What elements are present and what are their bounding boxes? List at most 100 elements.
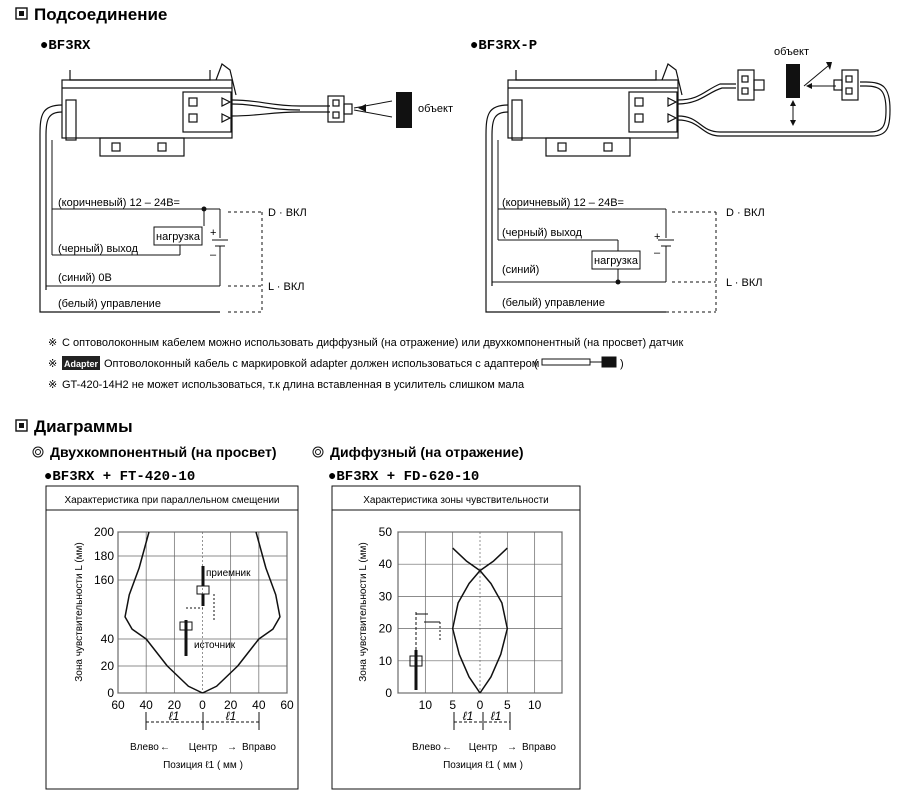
adapter-badge [62, 356, 100, 370]
l1-label-right: ℓ1 [491, 709, 502, 723]
notes-block: ※ С оптоволоконным кабелем можно использ… [48, 337, 683, 391]
y-tick-label: 40 [101, 632, 115, 646]
beam-arrow-icon [358, 104, 366, 112]
model-label-bf3rx-p: ●BF3RX-P [470, 38, 537, 54]
arrow-right-icon: → [507, 742, 517, 753]
minus-label: – [654, 247, 661, 259]
chart-sensing-zone: ●BF3RX + FD-620-10 Характеристика зоны ч… [328, 469, 581, 790]
chart-parallel-offset: ●BF3RX + FT-420-10 Характеристика при па… [44, 469, 299, 790]
inset-sensor-illustration [409, 612, 441, 690]
object-label: объект [418, 103, 453, 115]
circle-bullet-inner [35, 449, 41, 455]
note-mark: ※ [48, 337, 57, 349]
section-title-connection: Подсоединение [34, 5, 167, 24]
note-2: Оптоволоконный кабель с маркировкой adap… [104, 358, 539, 370]
x-tick-label: 10 [419, 698, 433, 712]
note-mark: ※ [48, 358, 57, 370]
x-tick-label: 40 [139, 698, 153, 712]
y-tick-label: 10 [379, 654, 393, 668]
cable-line [39, 104, 220, 313]
dir-left-label: Влево [130, 742, 159, 753]
wire-black-label: (черный) выход [58, 243, 138, 255]
l1-indicator [453, 712, 511, 730]
diagram-type-right: Диффузный (на отражение) [312, 444, 524, 460]
paren-close: ) [620, 358, 624, 370]
l1-label-left: ℓ1 [169, 709, 180, 723]
fiber-head-emitter-icon [737, 69, 765, 101]
diagram-type-through-beam: Двухкомпонентный (на просвет) [50, 444, 277, 460]
y-tick-label: 20 [101, 659, 115, 673]
y-axis-label: Зона чувствительности L (мм) [358, 542, 369, 682]
l1-label-left: ℓ1 [463, 709, 474, 723]
plus-label: + [210, 227, 216, 239]
arrow-left-icon: ← [160, 742, 170, 753]
target-object-icon [396, 92, 412, 128]
dir-center-label: Центр [469, 742, 498, 753]
arrow-left-icon: ← [442, 742, 452, 753]
receiver-label: приемник [206, 568, 251, 579]
wiring-diagram-bf3rx-p: ●BF3RX-P объек [470, 38, 891, 313]
l-on-label: L · ВКЛ [726, 277, 762, 289]
chart-grid [117, 531, 288, 694]
amplifier-unit-icon [61, 63, 237, 157]
chart-model-label: ●BF3RX + FT-420-10 [44, 469, 195, 485]
note-3: GT-420-14H2 не может использоваться, т.к… [62, 379, 525, 391]
note-1: С оптоволоконным кабелем можно использов… [62, 337, 683, 349]
wire-blue-label: (синий) [502, 264, 539, 276]
model-label-bf3rx: ●BF3RX [40, 38, 91, 54]
wire-black-label: (черный) выход [502, 227, 582, 239]
plus-label: + [654, 231, 660, 243]
circle-bullet-icon [312, 446, 324, 458]
arrow-up-icon [790, 100, 796, 106]
chart-frame [45, 485, 299, 790]
wire-white-label: (белый) управление [58, 298, 161, 310]
diagram-type-diffuse: Диффузный (на отражение) [330, 444, 524, 460]
target-object-icon [786, 64, 800, 98]
d-on-label: D · ВКЛ [268, 207, 307, 219]
inset-sensor-illustration [179, 566, 215, 656]
load-label: нагрузка [594, 255, 639, 267]
l1-indicator [145, 712, 260, 730]
section-title-diagrams: Диаграммы [34, 417, 133, 436]
square-bullet-inner [19, 11, 24, 16]
adapter-badge-label: Adapter [64, 359, 99, 369]
cable-line [485, 104, 666, 313]
y-tick-label: 40 [379, 557, 393, 571]
d-on-label: D · ВКЛ [726, 207, 765, 219]
series-line-a [451, 547, 508, 694]
x-tick-label: 10 [528, 698, 542, 712]
amplifier-unit-icon [507, 63, 683, 157]
y-tick-label: 160 [94, 573, 114, 587]
series-line-left [124, 531, 203, 694]
wire-blue-label: (синий) 0В [58, 272, 112, 284]
y-tick-label: 180 [94, 549, 114, 563]
junction-dot [201, 206, 207, 212]
arrow-right-icon: → [227, 742, 237, 753]
object-label: объект [774, 46, 809, 58]
fiber-cable [231, 99, 330, 117]
wire-brown-label: (коричневый) 12 – 24В= [502, 197, 624, 209]
fiber-cable [677, 81, 891, 137]
series-line-b [452, 547, 509, 694]
load-label: нагрузка [156, 231, 201, 243]
y-tick-label: 20 [379, 622, 393, 636]
dir-right-label: Вправо [242, 742, 276, 753]
section-header-diagrams: Диаграммы [15, 417, 133, 436]
y-tick-label: 0 [107, 686, 114, 700]
square-bullet-icon [15, 419, 28, 432]
dir-left-label: Влево [412, 742, 441, 753]
dir-center-label: Центр [189, 742, 218, 753]
chart-series [124, 531, 281, 694]
beam-line [353, 109, 393, 118]
x-tick-label: 60 [111, 698, 125, 712]
chart-grid [397, 531, 563, 694]
wiring-diagram-bf3rx: ●BF3RX [39, 38, 453, 313]
chart-series [451, 547, 509, 694]
note-mark: ※ [48, 379, 57, 391]
x-tick-label: 60 [280, 698, 294, 712]
y-tick-label: 50 [379, 525, 393, 539]
cable-line [491, 111, 509, 286]
